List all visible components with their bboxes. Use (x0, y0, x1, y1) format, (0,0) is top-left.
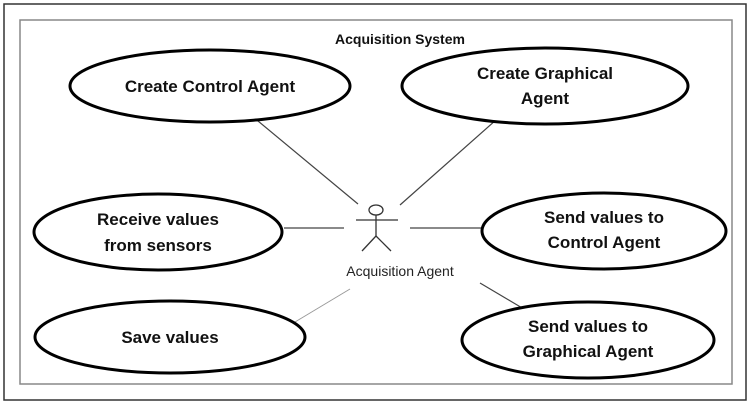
use-case-label: Send values to (528, 317, 648, 336)
use-case-label: Send values to (544, 208, 664, 227)
actor-stick-figure (356, 204, 398, 252)
use-case-label: Create Graphical (477, 64, 613, 83)
system-title: Acquisition System (335, 31, 465, 47)
use-case-receive-values-from-sensors: Receive values from sensors (32, 192, 284, 272)
use-case-label: Receive values (97, 210, 219, 229)
system-boundary (19, 19, 733, 385)
outer-frame (3, 3, 747, 401)
use-case-create-graphical-agent: Create Graphical Agent (400, 46, 690, 126)
use-case-create-control-agent: Create Control Agent (68, 48, 352, 124)
use-case-save-values: Save values (33, 299, 307, 375)
use-case-label: from sensors (104, 236, 212, 255)
use-case-label: Agent (521, 89, 570, 108)
use-case-label: Control Agent (548, 233, 661, 252)
use-case-label: Create Control Agent (125, 77, 296, 96)
association-create-graphical-agent (399, 111, 506, 206)
actor-label: Acquisition Agent (346, 263, 454, 279)
use-case-send-values-to-control-agent: Send values to Control Agent (480, 191, 728, 271)
association-create-control-agent (251, 115, 359, 205)
use-case-label: Save values (121, 328, 218, 347)
use-case-label: Graphical Agent (523, 342, 654, 361)
use-case-send-values-to-graphical-agent: Send values to Graphical Agent (460, 300, 716, 380)
